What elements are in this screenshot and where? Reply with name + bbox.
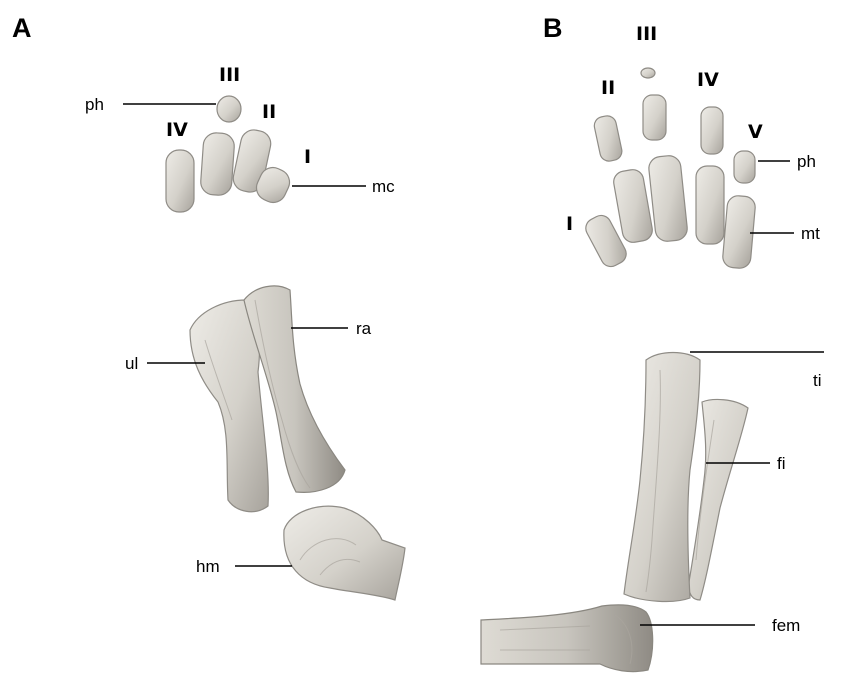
foot-metatarsals <box>582 155 756 271</box>
panel-a-digit-one: I <box>304 146 311 168</box>
label-hm: hm <box>196 557 220 576</box>
phalanx-digit-three <box>217 96 241 122</box>
label-ra: ra <box>356 319 372 338</box>
panel-b-digit-four: IV <box>697 69 719 91</box>
metatarsal-three <box>648 155 689 243</box>
panel-a-digit-four: IV <box>166 119 188 141</box>
label-mc: mc <box>372 177 395 196</box>
panel-a-digit-two: II <box>262 101 276 123</box>
femur-distal <box>481 605 653 672</box>
phalanx-b-three <box>643 95 666 140</box>
metatarsal-five <box>722 195 756 269</box>
tibia <box>624 353 700 602</box>
femur <box>481 605 653 672</box>
panel-b-digit-one: I <box>566 213 573 235</box>
label-fi: fi <box>777 454 786 473</box>
label-ul: ul <box>125 354 138 373</box>
panel-a: A III II IV I ph mc <box>12 13 405 600</box>
panel-a-digit-three: III <box>219 64 240 86</box>
metacarpal-three <box>200 132 235 196</box>
forearm-bones <box>190 286 345 512</box>
label-ti: ti <box>813 371 822 390</box>
panel-b: B III II IV V I <box>481 13 824 672</box>
humerus <box>284 506 405 600</box>
phalanx-b-four <box>701 107 723 154</box>
metatarsal-two <box>612 168 654 244</box>
metacarpal-four <box>166 150 194 212</box>
phalanx-b-three-tip <box>641 68 655 78</box>
panel-b-digit-two: II <box>601 77 615 99</box>
panel-a-letter: A <box>12 13 32 43</box>
panel-b-digit-three: III <box>636 23 657 45</box>
panel-b-digit-five: V <box>748 121 763 143</box>
panel-b-letter: B <box>543 13 563 43</box>
phalanx-b-two <box>593 114 624 163</box>
label-fem: fem <box>772 616 800 635</box>
humerus-distal <box>284 506 405 600</box>
lower-leg-bones <box>624 353 748 602</box>
metatarsal-four <box>696 166 724 244</box>
label-ph-a: ph <box>85 95 104 114</box>
label-ph-b: ph <box>797 152 816 171</box>
phalanx-b-five <box>734 151 755 183</box>
label-mt: mt <box>801 224 820 243</box>
fibula <box>688 400 748 600</box>
